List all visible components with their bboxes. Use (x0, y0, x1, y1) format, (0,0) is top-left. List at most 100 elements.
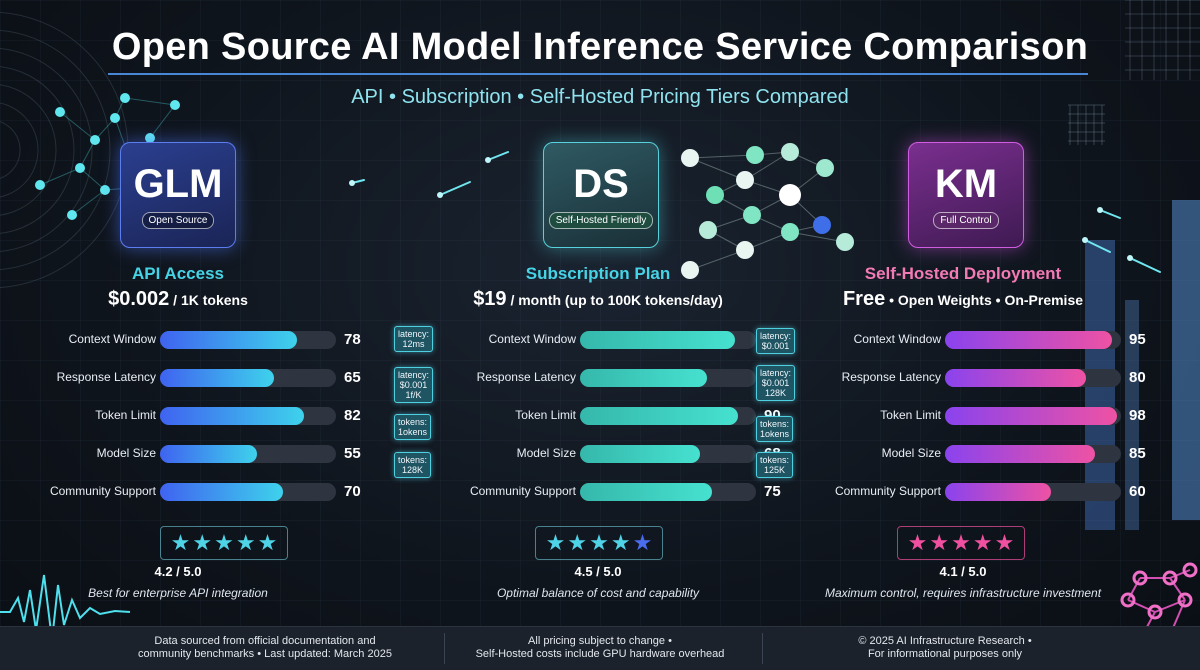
page-subtitle: API • Subscription • Self-Hosted Pricing… (351, 86, 849, 108)
decor-streak-head (437, 192, 443, 198)
bar-category-label: Response Latency (56, 370, 156, 384)
star-icon: ★ (192, 530, 213, 555)
rating-value: 4.2 / 5.0 (154, 564, 202, 579)
star-icon: ★ (994, 530, 1015, 555)
decor-node (736, 241, 754, 259)
tier-column-api: GLM Open Source API Access $0.002 / 1K t… (0, 140, 368, 610)
decor-node (100, 185, 110, 195)
bar-track (945, 369, 1121, 387)
ds-logo: DS Self-Hosted Friendly (543, 142, 659, 248)
tier-note: Maximum control, requires infrastructure… (824, 586, 1102, 600)
footer-divider (444, 633, 445, 664)
decor-node (120, 93, 130, 103)
decor-edge (689, 157, 746, 181)
decor-edge (689, 249, 746, 271)
bar-row: Response Latency 80 (773, 368, 1153, 388)
tier-column-subscription: DS Self-Hosted Friendly Subscription Pla… (353, 140, 781, 610)
bar-value-label: 78 (344, 331, 361, 348)
bar-track (580, 407, 756, 425)
bar-category-label: Context Window (68, 332, 156, 346)
tier-note: Optimal balance of cost and capability (496, 586, 700, 600)
bar-row: Model Size68 (408, 444, 788, 464)
bar-category-label: Response Latency (476, 370, 576, 384)
decor-edge (71, 189, 106, 216)
decor-edge (789, 231, 846, 243)
bar-fill (160, 483, 284, 501)
bar-value-label: 60 (1129, 483, 1146, 500)
bar-track (160, 445, 336, 463)
star-rating: ★★★★★ (535, 526, 663, 560)
bar-category-label: Token Limit (880, 408, 941, 422)
decor-node (813, 216, 831, 234)
footer-copyright: © 2025 AI Infrastructure Research • For … (858, 635, 1032, 660)
tier-column-self-hosted: KM Full Control Self-Hosted Deployment F… (718, 140, 1146, 610)
bar-fill (160, 369, 275, 387)
bar-value-label: 80 (1129, 369, 1146, 386)
decor-edge (59, 111, 96, 141)
price-value: Free (842, 288, 886, 310)
decor-node (1120, 592, 1136, 608)
star-icon: ★ (972, 530, 993, 555)
data-callout: tokens: 128K (394, 452, 432, 478)
decor-edge (124, 97, 176, 106)
decor-edge (79, 139, 96, 169)
star-icon: ★ (257, 530, 278, 555)
decor-arc (0, 84, 57, 216)
bar-track (580, 445, 756, 463)
decor-edge (79, 167, 106, 191)
glm-logo: GLM Open Source (120, 142, 236, 248)
bar-category-label: Context Window (853, 332, 941, 346)
decor-node (746, 146, 764, 164)
bar-category-label: Response Latency (841, 370, 941, 384)
decor-edge (1169, 569, 1191, 579)
bar-value-label: 55 (344, 445, 361, 462)
bar-fill (160, 407, 305, 425)
price-value: $0.002 (108, 288, 170, 310)
price-unit: • Open Weights • On-Premise (885, 292, 1084, 308)
footer: Data sourced from official documentation… (0, 626, 1200, 670)
decor-node (836, 233, 854, 251)
bar-track (580, 331, 756, 349)
decor-streak (1084, 239, 1111, 253)
decor-node (779, 184, 801, 206)
bar-value-label: 70 (344, 483, 361, 500)
data-callout: tokens: 125K (756, 452, 794, 478)
bar-track (160, 483, 336, 501)
decor-edge (1169, 577, 1186, 601)
decor-arc (0, 29, 111, 271)
decor-streak-head (349, 180, 355, 186)
data-callout: tokens: 1okens (394, 414, 432, 440)
decor-arc (0, 48, 93, 252)
bar-category-label: Community Support (49, 484, 156, 498)
bar-category-label: Model Size (516, 446, 576, 460)
decor-streak (487, 151, 509, 161)
bar-fill (945, 369, 1086, 387)
bar-fill (580, 483, 712, 501)
title-underline (108, 73, 1088, 75)
tier-name: Subscription Plan (525, 264, 671, 283)
bar-track (945, 407, 1121, 425)
decor-edge (149, 104, 176, 139)
decor-node (681, 261, 699, 279)
logo-code: GLM (133, 161, 223, 206)
decor-node (706, 186, 724, 204)
bar-fill (580, 331, 735, 349)
logo-badge: Full Control (933, 211, 999, 229)
star-rating: ★★★★★ (160, 526, 288, 560)
star-icon: ★ (214, 530, 234, 555)
bar-category-label: Community Support (469, 484, 576, 498)
decor-node (75, 163, 85, 173)
decor-streak-head (485, 157, 491, 163)
data-callout: tokens: 1okens (756, 416, 794, 442)
bar-track (160, 369, 336, 387)
decor-node (145, 133, 155, 143)
decor-node (1147, 604, 1163, 620)
decor-node (35, 180, 45, 190)
bar-track (945, 331, 1121, 349)
star-icon: ★ (951, 530, 971, 555)
logo-code: KM (934, 161, 998, 206)
